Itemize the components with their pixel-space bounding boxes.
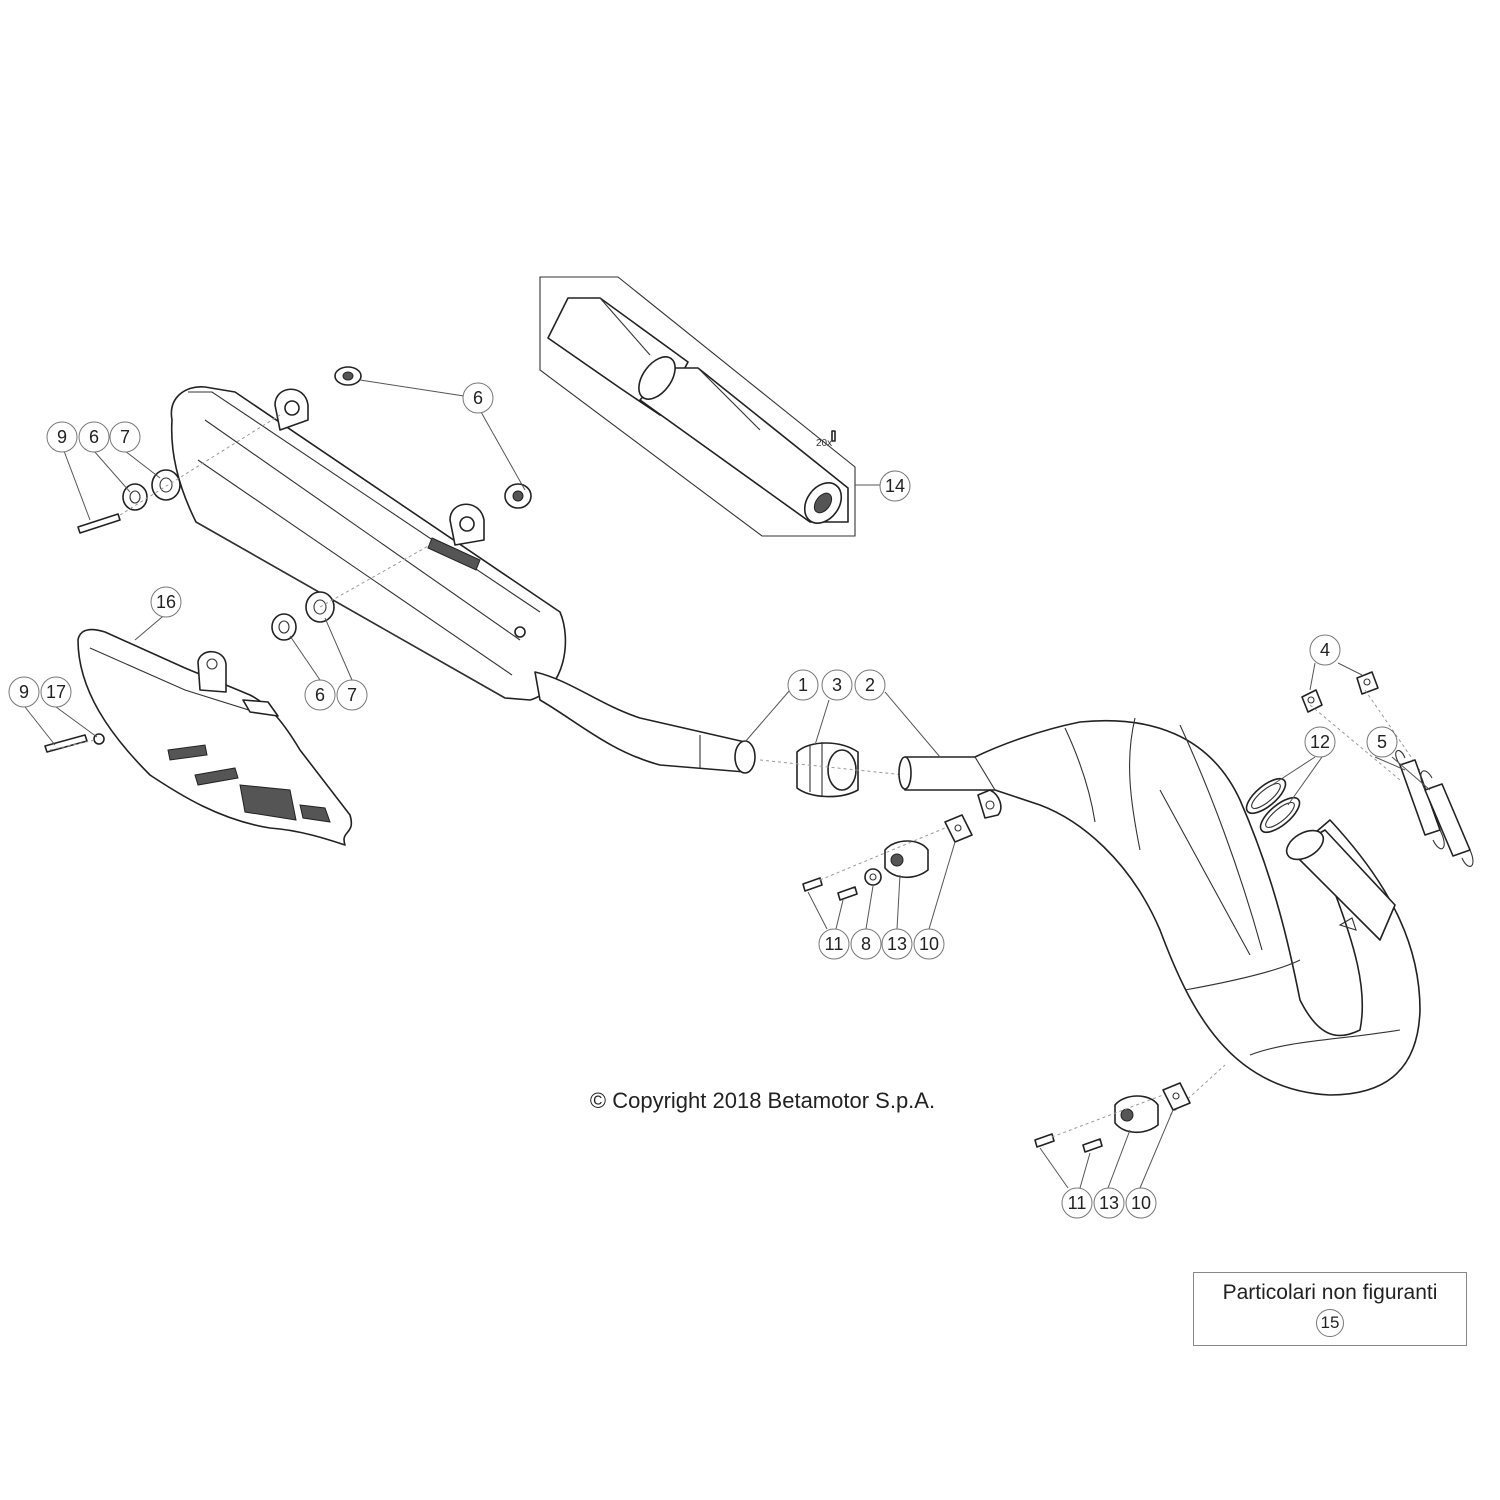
callout-13-upper: 13 (881, 928, 913, 960)
callout-9-lower: 9 (8, 676, 40, 708)
svg-text:7: 7 (347, 685, 357, 705)
svg-text:10: 10 (1131, 1193, 1151, 1213)
expansion-chamber (898, 717, 1421, 1116)
callout-14: 14 (879, 470, 911, 502)
svg-text:13: 13 (1099, 1193, 1119, 1213)
callout-2: 2 (854, 669, 886, 701)
callout-3: 3 (821, 669, 853, 701)
callout-10-upper: 10 (913, 928, 945, 960)
svg-text:13: 13 (887, 934, 907, 954)
svg-text:5: 5 (1377, 732, 1387, 752)
svg-text:11: 11 (825, 934, 844, 954)
screw-quantity-label: 20x (816, 438, 832, 449)
silencer (170, 386, 756, 774)
callout-8: 8 (850, 928, 882, 960)
parts-not-shown-box: Particolari non figuranti 15 (1193, 1272, 1467, 1346)
svg-text:1: 1 (798, 675, 808, 695)
svg-text:12: 12 (1310, 732, 1330, 752)
svg-text:7: 7 (120, 427, 130, 447)
callout-11-lower: 11 (1061, 1187, 1093, 1219)
svg-text:9: 9 (19, 682, 29, 702)
callout-1: 1 (787, 669, 819, 701)
svg-text:9: 9 (57, 427, 67, 447)
svg-text:6: 6 (315, 685, 325, 705)
springs-and-hooks (1301, 671, 1474, 867)
o-rings (1245, 777, 1301, 834)
callout-13-lower: 13 (1093, 1187, 1125, 1219)
svg-text:14: 14 (885, 476, 905, 496)
callout-6-lower: 6 (304, 679, 336, 711)
leader-lines (24, 379, 1431, 1189)
callout-12: 12 (1304, 726, 1336, 758)
callout-7-lower: 7 (336, 679, 368, 711)
callout-5: 5 (1366, 726, 1398, 758)
svg-text:4: 4 (1320, 640, 1330, 660)
svg-text:3: 3 (832, 675, 842, 695)
front-mount-hardware (802, 814, 973, 901)
callout-6-top: 6 (462, 382, 494, 414)
callout-15: 15 (1316, 1309, 1344, 1337)
svg-text:6: 6 (473, 388, 483, 408)
svg-text:10: 10 (919, 934, 939, 954)
svg-text:16: 16 (156, 592, 176, 612)
copyright-notice: © Copyright 2018 Betamotor S.p.A. (589, 1088, 936, 1113)
silencer-repair-kit: 20x (539, 276, 856, 537)
coupling-sleeve (759, 742, 906, 798)
svg-text:11: 11 (1068, 1193, 1087, 1213)
parts-not-shown-title: Particolari non figuranti (1222, 1281, 1438, 1304)
callout-11-upper: 11 (818, 928, 850, 960)
svg-text:6: 6 (89, 427, 99, 447)
callout-4: 4 (1309, 634, 1341, 666)
callout-16: 16 (150, 586, 182, 618)
callout-17: 17 (40, 676, 72, 708)
rear-mount-hardware (1034, 1082, 1191, 1153)
svg-text:2: 2 (865, 675, 875, 695)
callout-10-lower: 10 (1125, 1187, 1157, 1219)
callout-9-upper: 9 (46, 421, 78, 453)
callout-6-upper: 6 (78, 421, 110, 453)
svg-text:17: 17 (46, 682, 66, 702)
callout-7-upper: 7 (109, 421, 141, 453)
heat-shield (44, 628, 353, 846)
svg-text:8: 8 (861, 934, 871, 954)
